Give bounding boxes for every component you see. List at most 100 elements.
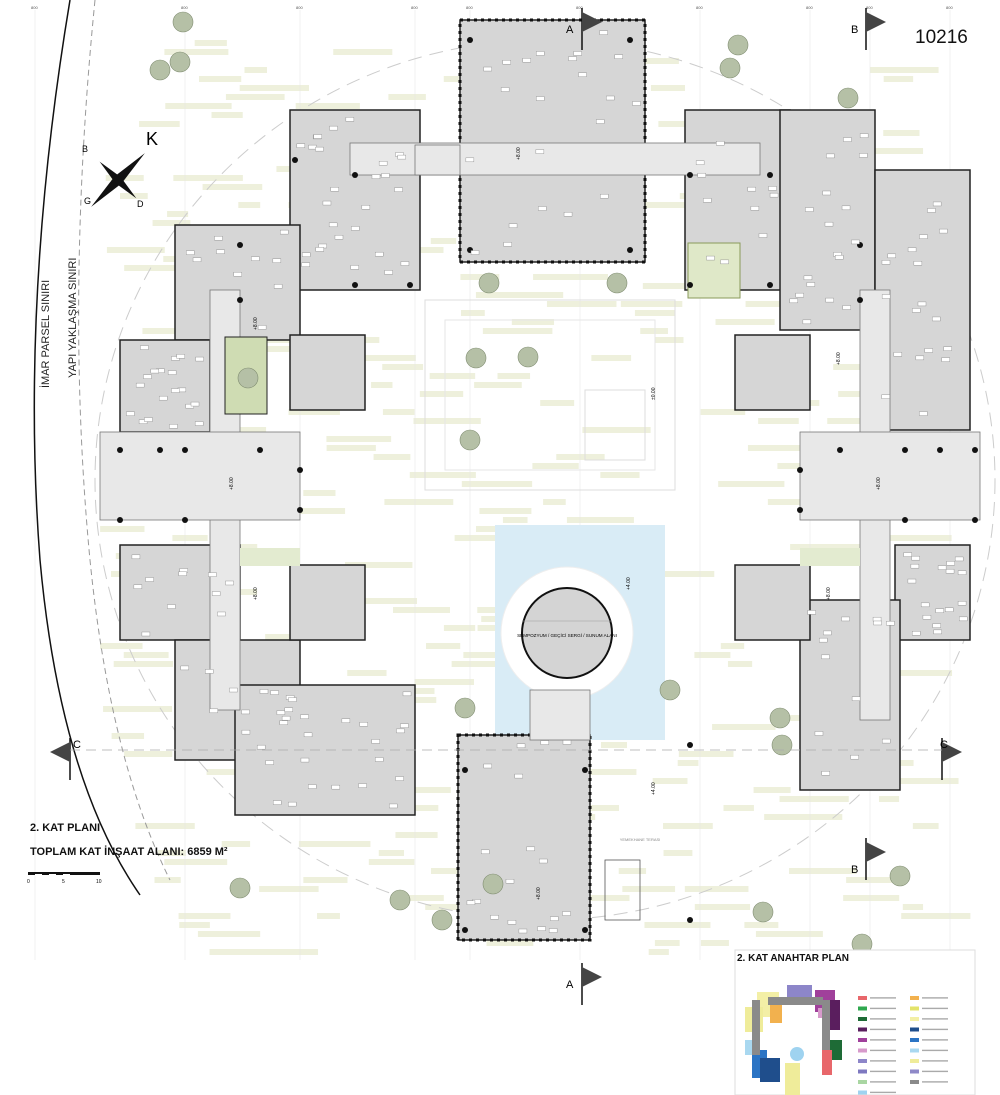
landscape-bar — [640, 328, 668, 334]
desk — [882, 738, 891, 744]
tree — [752, 901, 774, 923]
landscape-bar — [167, 211, 189, 217]
compass-west: B — [82, 144, 88, 154]
desk — [632, 101, 641, 106]
desk — [257, 325, 267, 330]
landscape-bar — [747, 445, 804, 451]
desk — [703, 198, 712, 203]
desk — [341, 718, 351, 723]
desk — [205, 669, 214, 674]
desk — [150, 368, 160, 374]
desk — [822, 190, 831, 196]
structural-column — [407, 282, 413, 288]
desk — [381, 173, 390, 178]
legend-text-line — [870, 1081, 896, 1083]
desk — [824, 221, 834, 227]
structural-column — [767, 172, 773, 178]
desk — [881, 260, 891, 265]
landscape-bar — [333, 49, 393, 55]
grid-label: 800 — [946, 5, 953, 10]
legend-swatch — [910, 1069, 919, 1074]
landscape-bar — [344, 562, 413, 568]
desk — [308, 784, 317, 789]
compass-south: G — [84, 196, 91, 206]
key-plan-zone — [752, 1000, 760, 1055]
legend-swatch — [858, 1048, 867, 1053]
landscape-bar — [393, 607, 451, 613]
desk — [920, 602, 930, 608]
landscape-bar — [700, 409, 746, 415]
key-plan — [745, 985, 948, 1095]
desk — [145, 577, 154, 582]
legend-swatch — [858, 1006, 867, 1011]
landscape-bar — [694, 904, 751, 910]
legend-swatch — [858, 996, 867, 1000]
landscape-bar — [745, 301, 812, 307]
desk — [135, 382, 145, 388]
desk — [859, 133, 869, 138]
section-flag-icon — [866, 12, 886, 32]
svg-text:10: 10 — [96, 879, 102, 885]
desk — [886, 621, 895, 626]
landscape-bar — [259, 886, 319, 892]
desk — [536, 51, 545, 56]
landscape-bar — [663, 823, 713, 829]
green-patio — [687, 242, 741, 299]
desk — [167, 370, 177, 375]
structural-column — [627, 37, 633, 43]
tree — [659, 679, 681, 701]
desk — [334, 235, 344, 240]
landscape-bar — [211, 112, 243, 118]
desk — [697, 172, 706, 178]
landscape-bar — [715, 319, 775, 325]
tree — [482, 873, 504, 895]
trees — [149, 11, 911, 955]
desk — [600, 193, 609, 199]
desk — [214, 236, 223, 241]
desk — [807, 610, 816, 615]
landscape-bar — [225, 94, 285, 100]
office-block — [289, 334, 366, 411]
landscape-bar — [124, 751, 173, 757]
desk — [562, 911, 571, 916]
desk — [806, 282, 816, 287]
landscape-bar — [648, 949, 669, 955]
desk — [881, 394, 890, 399]
desk — [483, 763, 492, 769]
tree — [889, 865, 911, 887]
landscape-bar — [843, 895, 900, 901]
desk — [301, 262, 310, 267]
landscape-bar — [601, 742, 627, 748]
landscape-bar — [418, 787, 451, 793]
landscape-bar — [620, 301, 683, 307]
section-flag-icon — [866, 842, 886, 862]
landscape-bar — [795, 544, 854, 550]
legend-text-line — [870, 1007, 896, 1010]
landscape-bar — [644, 922, 711, 928]
desk — [907, 578, 917, 584]
desk — [259, 689, 269, 694]
legend-text-line — [922, 1028, 948, 1031]
structural-column — [767, 282, 773, 288]
landscape-bar — [468, 481, 533, 487]
landscape-bar — [409, 472, 476, 478]
desk — [133, 584, 143, 589]
landscape-bar — [443, 625, 476, 631]
desk — [872, 616, 882, 622]
desk — [911, 555, 920, 561]
key-plan-zone — [760, 1058, 780, 1082]
landscape-bar — [618, 868, 647, 874]
elevation-label: +8.00 — [253, 587, 259, 600]
landscape-bar — [902, 904, 924, 910]
landscape-bar — [723, 805, 754, 811]
desk — [596, 119, 605, 124]
legend-swatch — [910, 1080, 919, 1084]
landscape-bar — [720, 643, 745, 649]
tree — [459, 429, 481, 451]
desk — [550, 916, 559, 921]
legend-text-line — [870, 1060, 896, 1062]
landscape-bar — [532, 463, 579, 469]
elevation-label: +4.00 — [651, 782, 657, 795]
desk — [375, 757, 384, 762]
